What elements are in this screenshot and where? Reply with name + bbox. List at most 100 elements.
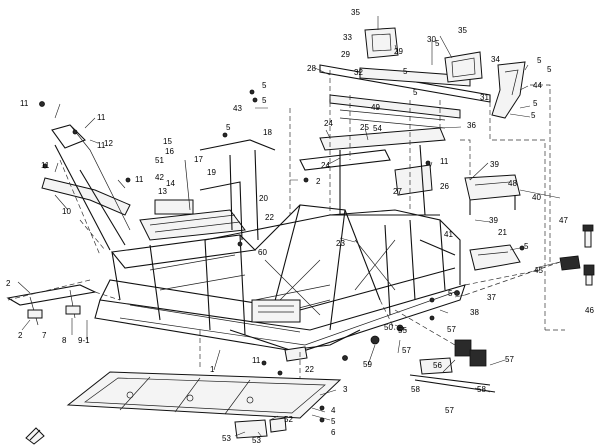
rear-rack-arm xyxy=(41,124,131,251)
callout-5h: 5 xyxy=(537,56,542,65)
callout-57b: 57 xyxy=(402,346,411,355)
callout-24b: 24 xyxy=(321,161,330,170)
callout-35: 35 xyxy=(351,8,360,17)
callout-41: 41 xyxy=(444,230,453,239)
callout-11g: 11 xyxy=(252,356,261,365)
callout-47: 47 xyxy=(559,216,568,225)
small-brackets xyxy=(234,346,308,439)
callout-39b: 39 xyxy=(489,216,498,225)
bolt-markers xyxy=(39,89,525,423)
callout-21: 21 xyxy=(498,228,507,237)
rear-bumper xyxy=(6,284,97,326)
callout-42: 42 xyxy=(155,173,164,182)
callout-50: 50 xyxy=(384,323,393,332)
callout-16: 16 xyxy=(165,147,174,156)
callout-20: 20 xyxy=(259,194,268,203)
callout-5c: 5 xyxy=(262,96,267,105)
callout-24: 24 xyxy=(324,119,333,128)
callout-32: 32 xyxy=(354,68,363,77)
callout-31: 31 xyxy=(480,93,489,102)
callout-60: 60 xyxy=(258,248,267,257)
callout-5: 5 xyxy=(331,417,336,426)
callout-39: 39 xyxy=(490,160,499,169)
callout-48: 48 xyxy=(508,179,517,188)
callout-11f: 11 xyxy=(440,157,449,166)
callout-1: 1 xyxy=(210,365,215,374)
callout-3: 3 xyxy=(343,385,348,394)
callout-52: 52 xyxy=(284,415,293,424)
callout-5j: 5 xyxy=(533,99,538,108)
callout-5m: 5 xyxy=(448,289,453,298)
seat-support-rack xyxy=(139,139,276,241)
callout-14: 14 xyxy=(166,179,175,188)
callout-labels: 1 2 2 2 3 4 5 6 7 8 9-1 10 11 11 11 11 1… xyxy=(6,8,594,445)
callout-5i: 5 xyxy=(547,65,552,74)
callout-5g: 5 xyxy=(413,88,418,97)
callout-28: 28 xyxy=(307,64,316,73)
side-plate xyxy=(469,244,581,271)
callout-33: 33 xyxy=(343,33,352,42)
callout-5k: 5 xyxy=(531,111,536,120)
callout-10: 10 xyxy=(62,207,71,216)
callout-8: 8 xyxy=(62,336,67,345)
callout-leaders xyxy=(17,16,561,438)
callout-27: 27 xyxy=(393,187,402,196)
callout-43: 43 xyxy=(233,104,242,113)
callout-11b: 11 xyxy=(97,113,106,122)
callout-25: 25 xyxy=(360,123,369,132)
callout-17: 17 xyxy=(194,155,203,164)
callout-38: 38 xyxy=(470,308,479,317)
callout-2b: 2 xyxy=(18,331,23,340)
callout-49: 49 xyxy=(371,103,380,112)
upper-cross-members xyxy=(299,127,446,216)
callout-22b: 22 xyxy=(305,365,314,374)
callout-57: 57 xyxy=(447,325,456,334)
callout-18: 18 xyxy=(263,128,272,137)
callout-44: 44 xyxy=(533,81,542,90)
callout-59: 59 xyxy=(363,360,372,369)
callout-57d: 57 xyxy=(445,406,454,415)
callout-2c: 2 xyxy=(316,177,321,186)
engine-mounts xyxy=(370,324,496,393)
callout-58b: 58 xyxy=(411,385,420,394)
callout-30: 30 xyxy=(427,35,436,44)
callout-55: 55 xyxy=(398,326,407,335)
callout-15: 15 xyxy=(163,137,172,146)
callout-56: 56 xyxy=(433,361,442,370)
callout-13: 13 xyxy=(158,187,167,196)
callout-5b: 5 xyxy=(262,81,267,90)
callout-11c: 11 xyxy=(97,141,106,150)
front-plate xyxy=(491,61,526,119)
skid-plate xyxy=(66,371,342,419)
callout-53b: 53 xyxy=(252,436,261,445)
callout-9-1: 9-1 xyxy=(78,336,90,345)
callout-37: 37 xyxy=(487,293,496,302)
callout-26: 26 xyxy=(440,182,449,191)
callout-5d: 5 xyxy=(226,123,231,132)
callout-6: 6 xyxy=(331,428,336,437)
callout-11e: 11 xyxy=(135,175,144,184)
main-frame xyxy=(94,204,466,353)
callout-5e: 5 xyxy=(435,39,440,48)
callout-19: 19 xyxy=(207,168,216,177)
callout-22: 22 xyxy=(265,213,274,222)
callout-35b: 35 xyxy=(458,26,467,35)
callout-23: 23 xyxy=(336,239,345,248)
callout-7: 7 xyxy=(42,331,47,340)
direction-arrow-icon xyxy=(25,427,45,445)
assembly-guide-lines xyxy=(7,70,565,378)
callout-11d: 11 xyxy=(41,161,50,170)
mount-bracket xyxy=(364,27,483,83)
callout-46: 46 xyxy=(585,306,594,315)
callout-11: 11 xyxy=(20,99,29,108)
callout-53: 53 xyxy=(222,434,231,443)
callout-57c: 57 xyxy=(505,355,514,364)
callout-2: 2 xyxy=(6,279,11,288)
callout-29: 29 xyxy=(341,50,350,59)
callout-51: 51 xyxy=(155,156,164,165)
callout-34: 34 xyxy=(491,55,500,64)
fastener-set xyxy=(582,224,595,286)
callout-40: 40 xyxy=(532,193,541,202)
callout-29b: 29 xyxy=(394,47,403,56)
callout-54: 54 xyxy=(373,124,382,133)
